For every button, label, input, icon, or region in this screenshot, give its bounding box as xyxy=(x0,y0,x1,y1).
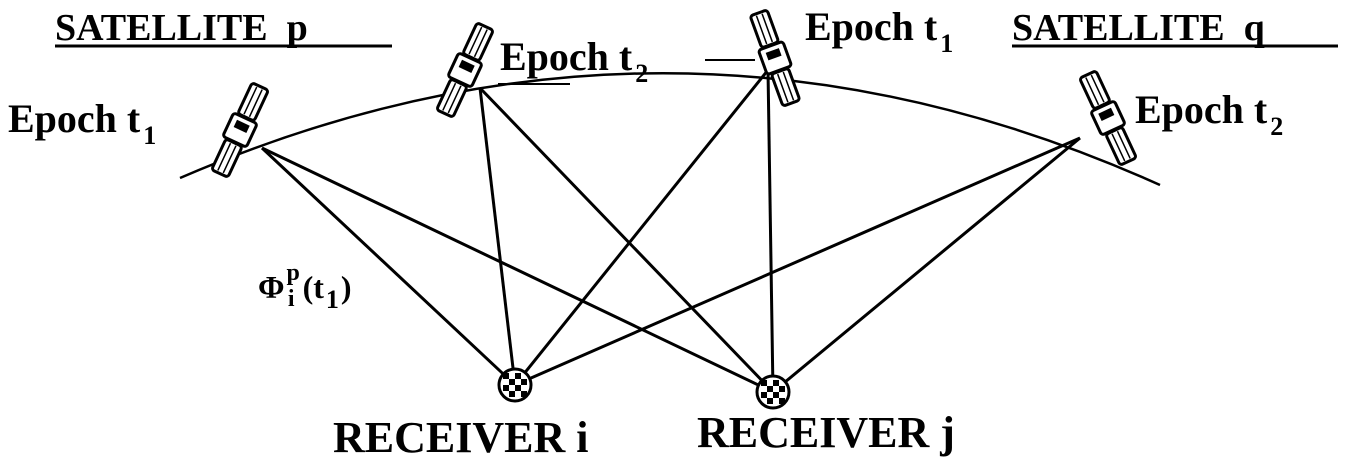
receiver-antenna-icon xyxy=(755,374,791,410)
ray-p-t2-to-receiver-j xyxy=(478,86,775,394)
satellite-q-title: SATELLITE q xyxy=(1012,7,1265,49)
ray-p-t1-to-receiver-j xyxy=(261,146,774,394)
satellite-icon xyxy=(744,6,806,110)
receiver-i-label: RECEIVER i xyxy=(333,413,589,462)
ray-q-t1-to-receiver-i xyxy=(513,69,770,386)
satellite-icon xyxy=(206,79,274,181)
ray-q-t2-to-receiver-i xyxy=(514,136,1081,387)
ray-q-t2-to-receiver-j xyxy=(772,136,1081,394)
satellite-icon xyxy=(1074,67,1142,169)
satellite-p-title: SATELLITE p xyxy=(55,7,308,49)
ray-q-t1-to-receiver-j xyxy=(766,69,775,393)
receiver-antenna-icon xyxy=(497,367,533,403)
orbit-arc xyxy=(179,71,1161,187)
ray-p-t2-to-receiver-i xyxy=(478,87,517,386)
receiver-j-label: RECEIVER j xyxy=(697,408,955,457)
ray-p-t1-to-receiver-i xyxy=(260,146,517,387)
satellite-icon xyxy=(431,19,499,121)
